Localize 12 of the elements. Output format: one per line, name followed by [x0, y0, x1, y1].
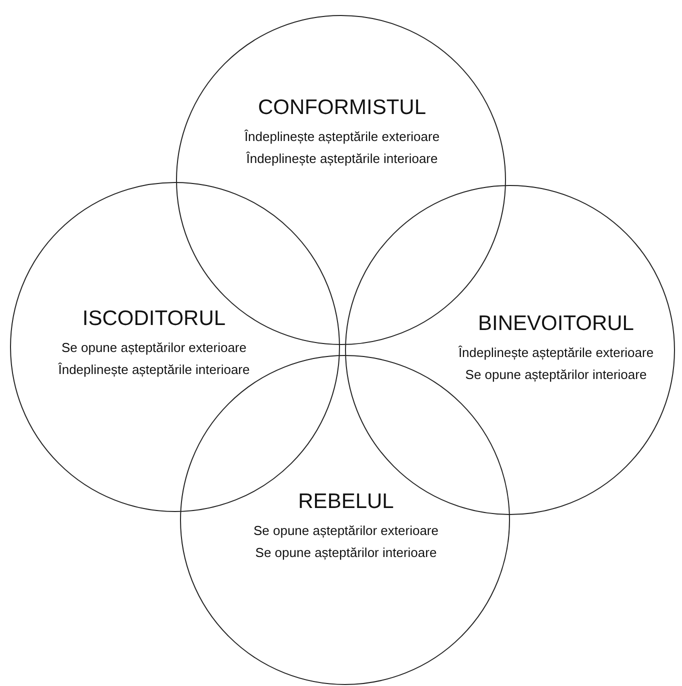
description-text: Se opune așteptărilor interioare — [255, 544, 437, 562]
description-text: Se opune așteptărilor interioare — [465, 366, 647, 384]
circle-title: BINEVOITORUL — [478, 311, 634, 337]
description-text: Îndeplinește așteptările interioare — [58, 361, 250, 379]
circle-title: CONFORMISTUL — [258, 95, 426, 121]
description-text: Îndeplinește așteptările interioare — [246, 150, 438, 168]
description-text: Îndeplinește așteptările exterioare — [458, 344, 654, 362]
description-text: Se opune așteptărilor exterioare — [61, 339, 246, 357]
description-text: Se opune așteptărilor exterioare — [253, 522, 438, 540]
description-text: Îndeplinește așteptările exterioare — [244, 128, 440, 146]
circle-title: ISCODITORUL — [82, 306, 226, 332]
circle-title: REBELUL — [298, 489, 394, 515]
